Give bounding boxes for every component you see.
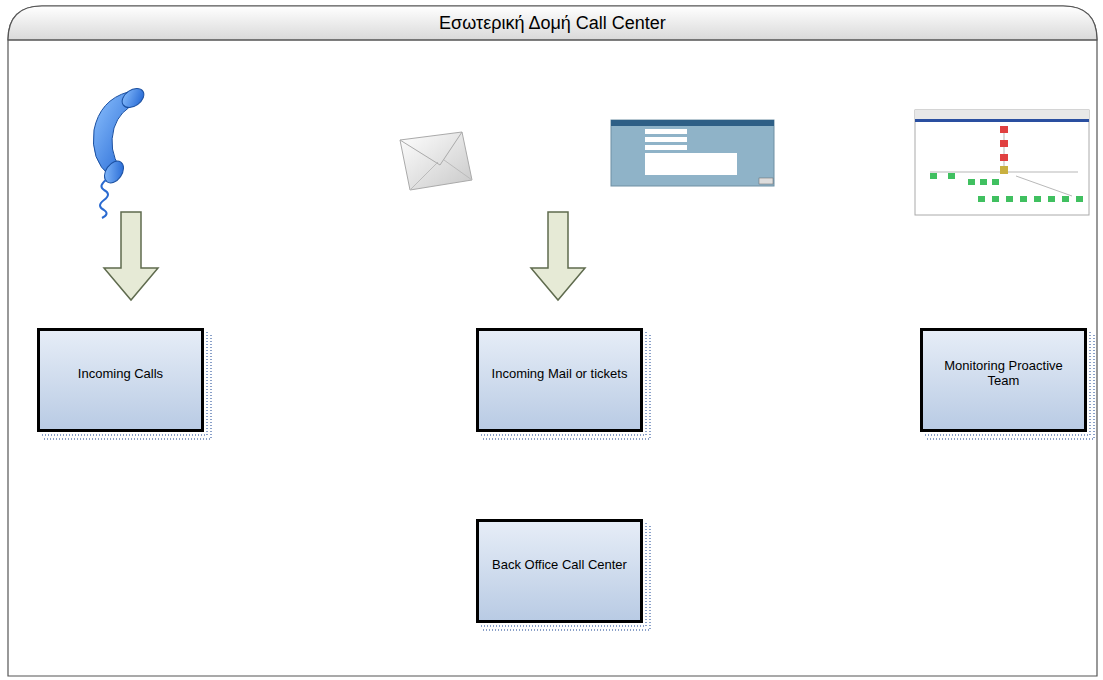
box-label: Incoming Calls [70,366,171,381]
form-screenshot [611,120,774,186]
envelope-icon [400,132,472,190]
process-box: Incoming Mail or tickets [476,328,643,432]
phone-icon [93,85,147,218]
process-box: Back Office Call Center [476,519,643,623]
box-label: Monitoring Proactive Team [923,358,1084,388]
frame [8,6,1097,676]
process-box: Incoming Calls [37,328,204,432]
monitoring-screenshot [915,110,1089,215]
box-label: Back Office Call Center [484,557,635,572]
box-label: Incoming Mail or tickets [484,366,636,381]
block-arrow [104,212,585,300]
diagram-title: Εσωτερική Δομή Call Center [8,6,1097,40]
process-box: Monitoring Proactive Team [920,328,1087,432]
